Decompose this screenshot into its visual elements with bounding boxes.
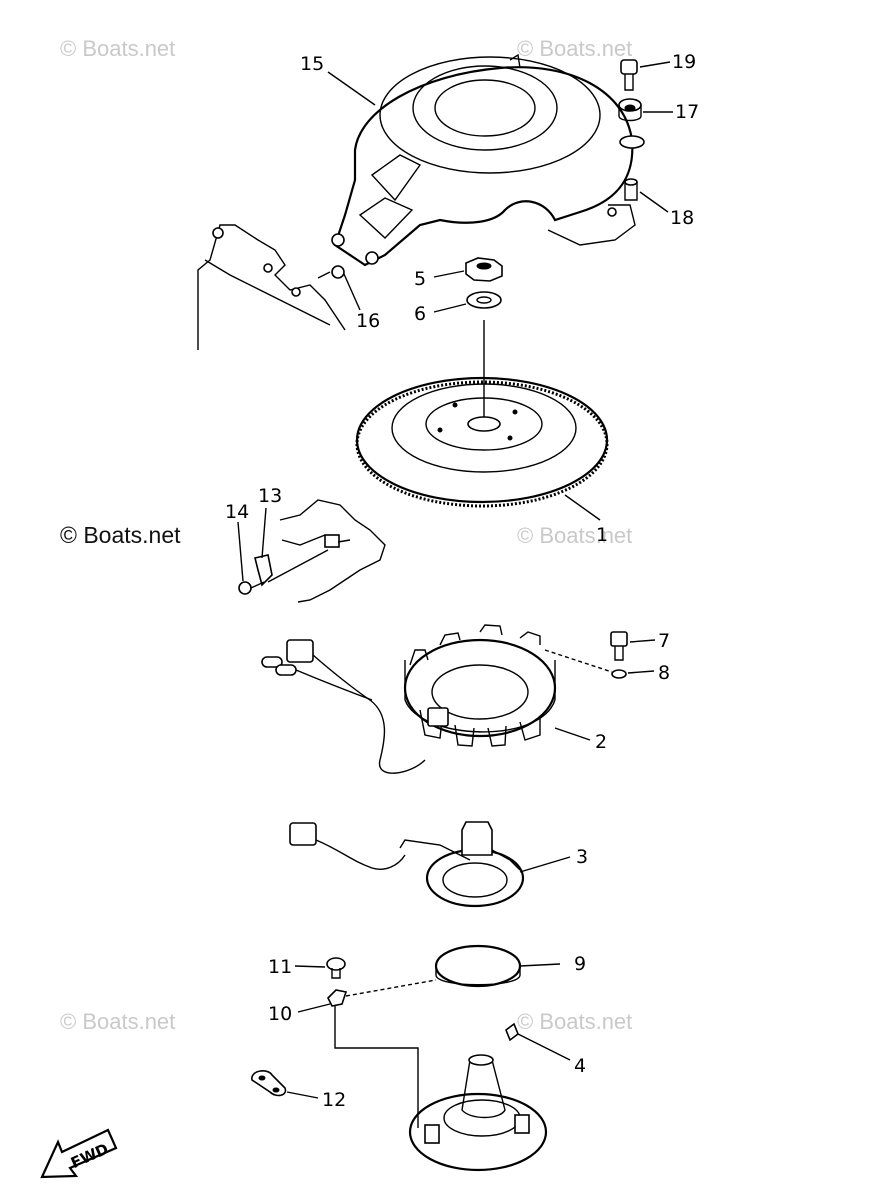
part-ring-9 [434, 944, 561, 988]
callout-7: 7 [658, 630, 670, 652]
leader-15 [327, 71, 376, 106]
callout-5: 5 [414, 268, 426, 290]
watermark: © Boats.net [60, 36, 175, 61]
part-nut-5 [433, 257, 503, 282]
fwd-label: FWD [68, 1140, 111, 1172]
callout-11: 11 [268, 956, 292, 978]
watermark: © Boats.net [517, 1009, 632, 1034]
callout-16: 16 [356, 310, 380, 332]
watermark: © Boats.net [60, 522, 181, 548]
part-flywheel-cover [331, 53, 636, 267]
part-stator-wiring [261, 639, 426, 774]
callout-14: 14 [225, 501, 249, 523]
callout-2: 2 [595, 731, 607, 753]
part-collar-18 [624, 178, 669, 213]
callout-17: 17 [675, 101, 699, 123]
part-grommet-17 [618, 98, 673, 149]
callout-19: 19 [672, 51, 696, 73]
callout-10: 10 [268, 1003, 292, 1025]
callout-15: 15 [300, 53, 324, 75]
watermark: © Boats.net [517, 36, 632, 61]
part-base-plate [408, 1054, 548, 1172]
part-stator [403, 624, 557, 747]
callout-13: 13 [258, 485, 282, 507]
part-clip-10 [297, 979, 437, 1128]
part-screw-16 [317, 265, 361, 311]
callout-6: 6 [414, 303, 426, 325]
part-linkage-bracket [197, 224, 346, 350]
part-pulser-mount [279, 499, 386, 603]
callout-3: 3 [576, 846, 588, 868]
callout-4: 4 [574, 1055, 586, 1077]
part-screw-14 [237, 521, 265, 595]
watermark: © Boats.net [60, 1009, 175, 1034]
callout-1: 1 [596, 524, 608, 546]
part-bolt-19 [620, 59, 671, 91]
callout-12: 12 [322, 1089, 346, 1111]
part-bolt-7 [610, 631, 656, 661]
callout-8: 8 [658, 662, 670, 684]
part-flywheel [355, 376, 609, 521]
part-bracket-13 [254, 507, 329, 587]
part-key-4 [505, 1022, 571, 1061]
part-washer-8 [544, 649, 655, 679]
leader-3 [559, 856, 571, 861]
fwd-arrow-icon: FWD [40, 1128, 118, 1179]
part-clamp-12 [251, 1070, 319, 1099]
part-screw-11 [294, 957, 346, 979]
part-pulser-coil [289, 821, 561, 908]
watermark: © Boats.net [517, 523, 632, 548]
part-washer-6 [433, 291, 502, 313]
leader-2 [554, 727, 591, 741]
callout-18: 18 [670, 207, 694, 229]
callout-9: 9 [574, 953, 586, 975]
